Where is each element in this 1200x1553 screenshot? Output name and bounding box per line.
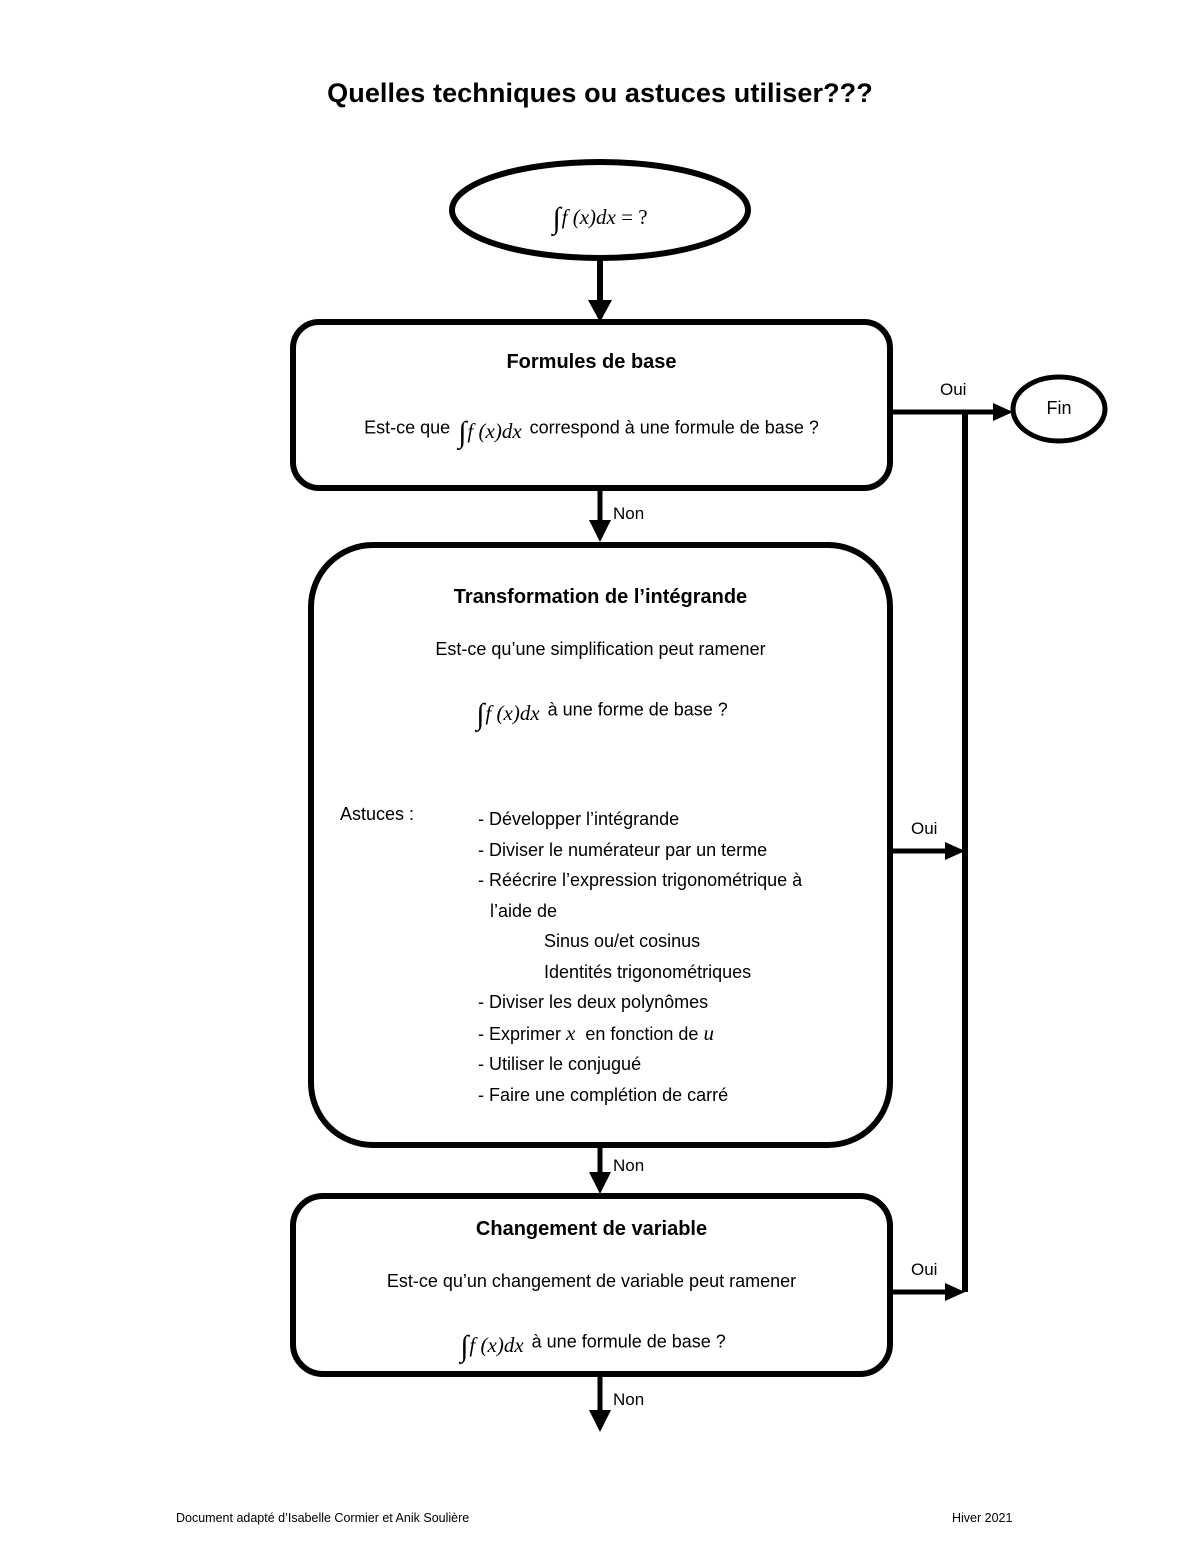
astuce-item: Diviser les deux polynômes — [478, 987, 802, 1018]
start-node-equals: = ? — [621, 205, 648, 229]
footer-credit: Document adapté d’Isabelle Cormier et An… — [176, 1511, 470, 1525]
edge-label-changement-oui: Oui — [911, 1260, 938, 1279]
edge-start-to-formules-arrowhead — [588, 300, 612, 322]
astuce-item: Diviser le numérateur par un terme — [478, 835, 802, 866]
changement-question-line1: Est-ce qu’un changement de variable peut… — [386, 1271, 797, 1291]
edge-changement-non-arrowhead — [589, 1410, 611, 1432]
astuce-item-continuation: l’aide de — [490, 900, 558, 921]
math-var-u: u — [703, 1020, 714, 1045]
changement-question-line2: ∫f (x)dx à une formule de base ? — [293, 1324, 890, 1363]
math-var-x: x — [566, 1020, 576, 1045]
formules-de-base-heading: Formules de base — [506, 351, 677, 373]
edge-label-formules-oui: Oui — [940, 380, 967, 399]
astuce-item: Développer l’intégrande — [478, 804, 802, 835]
edge-label-transformation-non: Non — [613, 1156, 645, 1175]
astuce-item: Utiliser le conjugué — [478, 1049, 802, 1080]
edge-formules-non-arrowhead — [589, 520, 611, 542]
start-node-label: ∫f (x)dx = ? — [0, 196, 1200, 235]
changement-de-variable-heading: Changement de variable — [475, 1218, 708, 1240]
fin-node-label: Fin — [1046, 398, 1072, 418]
changement-question-math: ∫f (x)dx — [460, 1330, 524, 1363]
astuce-item: Réécrire l’expression trigonométrique à — [478, 865, 802, 896]
page-title: Quelles techniques ou astuces utiliser??… — [327, 78, 873, 108]
footer-term: Hiver 2021 — [952, 1511, 1013, 1525]
astuce-sub-item: Identités trigonométriques — [544, 961, 752, 982]
astuce-item-exprimer: - Exprimer x en fonction de u — [478, 1020, 714, 1045]
edge-formules-oui-arrowhead — [993, 403, 1013, 421]
astuces-list: Développer l’intégrande Diviser le numér… — [478, 804, 802, 1110]
edge-label-changement-non: Non — [613, 1390, 645, 1409]
astuces-label: Astuces : — [340, 804, 415, 824]
formules-question-suffix: correspond à une formule de base ? — [529, 417, 819, 438]
edge-transformation-oui-arrowhead — [945, 842, 965, 860]
astuce-item: Faire une complétion de carré — [478, 1080, 802, 1111]
transformation-question-line1: Est-ce qu’une simplification peut ramene… — [435, 639, 766, 659]
integral-sign: ∫ — [458, 416, 467, 449]
start-node-expression: f (x)dx — [561, 205, 616, 229]
formules-de-base-question: Est-ce que ∫f (x)dx correspond à une for… — [293, 410, 890, 449]
edge-transformation-non-arrowhead — [589, 1172, 611, 1194]
integral-sign: ∫ — [476, 698, 485, 731]
changement-question-suffix: à une formule de base ? — [531, 1331, 726, 1352]
transformation-heading: Transformation de l’intégrande — [453, 586, 748, 608]
edge-label-transformation-oui: Oui — [911, 819, 938, 838]
formules-question-prefix: Est-ce que — [364, 417, 451, 438]
changement-de-variable-box — [290, 1193, 893, 1377]
formules-question-math: ∫f (x)dx — [458, 416, 522, 449]
formules-de-base-box — [290, 319, 893, 491]
integral-sign: ∫ — [552, 202, 561, 235]
edge-changement-oui-arrowhead — [945, 1283, 965, 1301]
transformation-question-line2: ∫f (x)dx à une forme de base ? — [311, 692, 890, 731]
integral-sign: ∫ — [460, 1330, 469, 1363]
fin-node-ellipse — [1010, 374, 1108, 444]
astuce-sub-item: Sinus ou/et cosinus — [544, 931, 701, 951]
transformation-question-math: ∫f (x)dx — [476, 698, 540, 731]
transformation-question-suffix: à une forme de base ? — [547, 699, 728, 720]
edge-label-formules-non: Non — [613, 504, 645, 523]
